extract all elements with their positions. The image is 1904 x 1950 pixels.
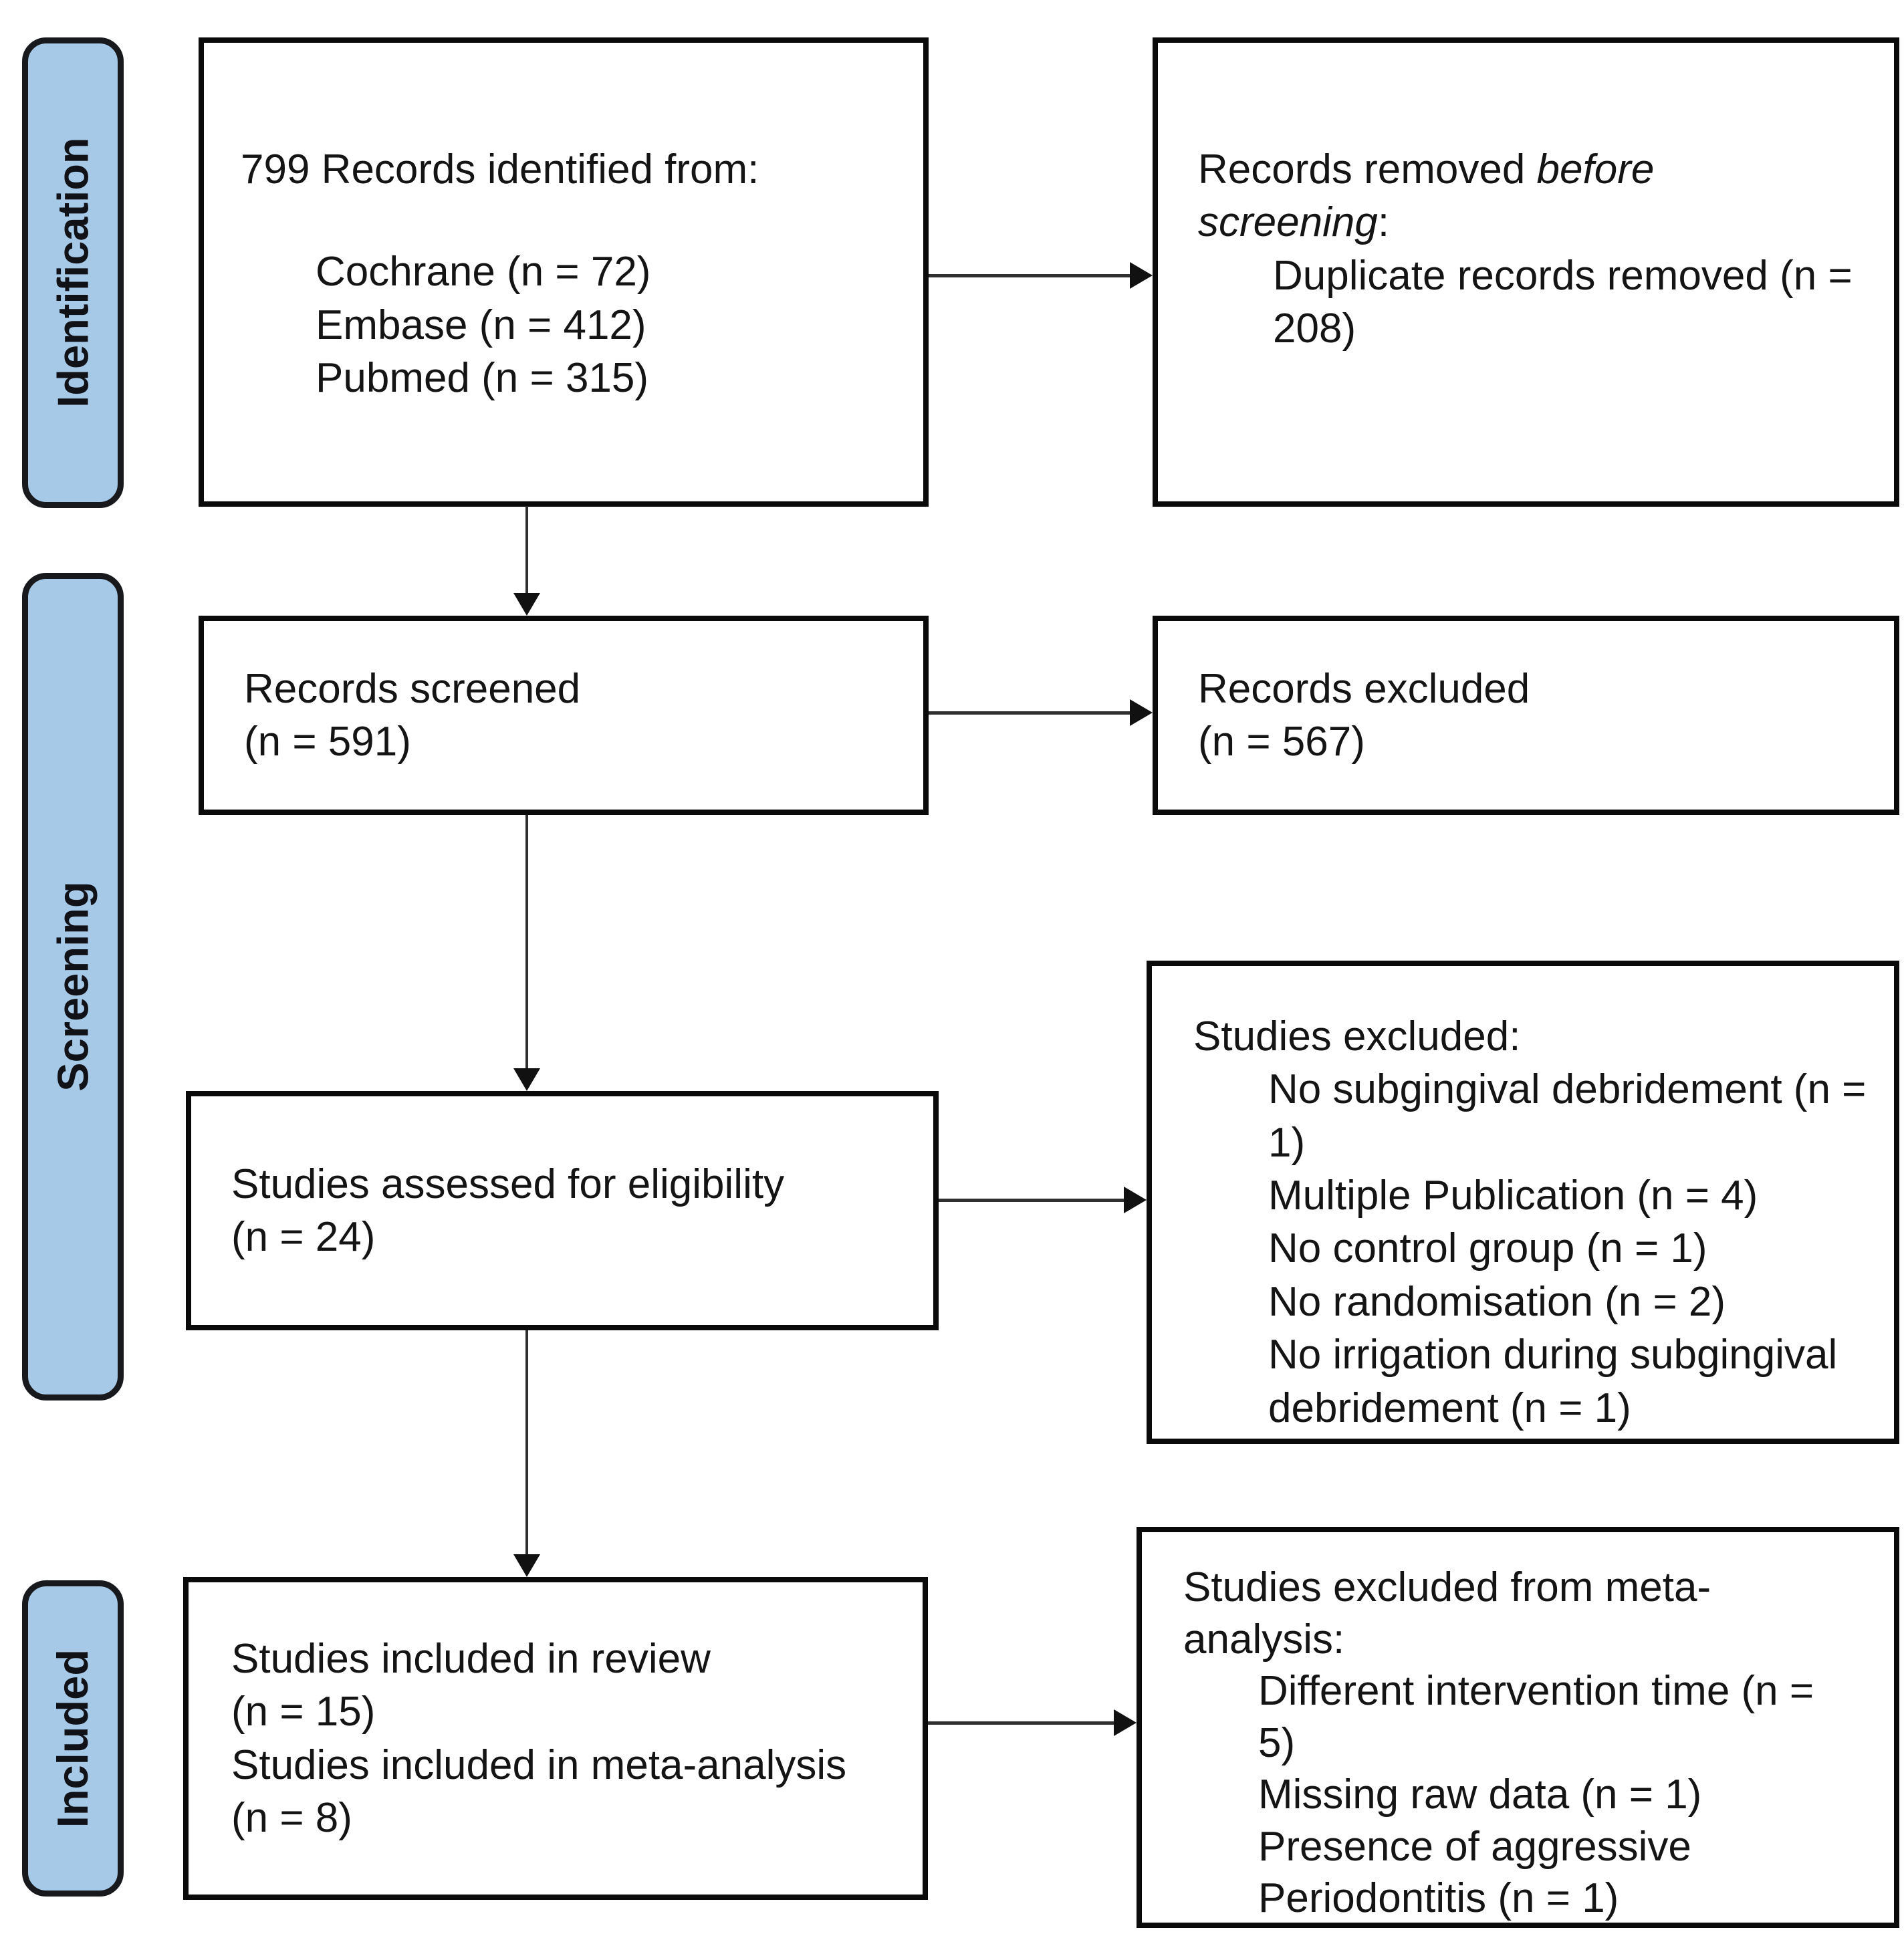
arrowhead-right-icon bbox=[1114, 1709, 1137, 1736]
flow-line bbox=[929, 274, 1131, 277]
arrowhead-down-icon bbox=[513, 1068, 540, 1091]
box-title: Records removed before screening: bbox=[1198, 143, 1800, 249]
box-line: (n = 15) bbox=[231, 1689, 376, 1735]
stage-included: Included bbox=[22, 1580, 124, 1897]
reason-list: Different intervention time (n = 5) Miss… bbox=[1183, 1665, 1854, 1925]
box-line: Studies assessed for eligibility bbox=[231, 1161, 785, 1207]
list-item: Different intervention time (n = 5) bbox=[1258, 1668, 1814, 1766]
list-item: Multiple Publication (n = 4) bbox=[1268, 1173, 1758, 1219]
reason-list: No subgingival debridement (n = 1) Multi… bbox=[1193, 1063, 1867, 1435]
box-title: Studies excluded from meta-analysis: bbox=[1183, 1564, 1711, 1663]
stage-label: Included bbox=[48, 1649, 98, 1828]
box-studies-assessed: Studies assessed for eligibility (n = 24… bbox=[186, 1091, 939, 1330]
list-item: Embase (n = 412) bbox=[316, 301, 646, 348]
flow-line bbox=[928, 1721, 1115, 1725]
box-line: Studies included in review bbox=[231, 1635, 711, 1682]
title-text: : bbox=[1377, 199, 1390, 246]
box-title: Studies excluded: bbox=[1193, 1013, 1521, 1060]
flow-line bbox=[525, 1330, 528, 1556]
arrowhead-right-icon bbox=[1130, 699, 1153, 726]
flow-line bbox=[939, 1199, 1125, 1202]
box-title: 799 Records identified from: bbox=[241, 146, 759, 193]
box-studies-included: Studies included in review (n = 15) Stud… bbox=[183, 1577, 928, 1900]
flow-line bbox=[929, 711, 1131, 715]
reason-list: Duplicate records removed (n = 208) bbox=[1198, 249, 1857, 356]
list-item: No irrigation during subgingival debride… bbox=[1268, 1332, 1838, 1431]
box-meta-analysis-excluded: Studies excluded from meta-analysis: Dif… bbox=[1137, 1527, 1899, 1928]
box-line: (n = 24) bbox=[231, 1214, 376, 1260]
stage-identification: Identification bbox=[22, 37, 124, 508]
list-item: No subgingival debridement (n = 1) bbox=[1268, 1066, 1867, 1166]
list-item: Pubmed (n = 315) bbox=[316, 355, 649, 402]
box-records-removed: Records removed before screening: Duplic… bbox=[1153, 37, 1899, 507]
flow-line bbox=[525, 815, 528, 1070]
list-item: Missing raw data (n = 1) bbox=[1258, 1772, 1702, 1818]
box-line: Records screened bbox=[244, 665, 581, 712]
arrowhead-right-icon bbox=[1124, 1187, 1147, 1213]
box-line: Records excluded bbox=[1198, 665, 1530, 712]
list-item: Duplicate records removed (n = 208) bbox=[1273, 252, 1853, 352]
box-line: Studies included in meta-analysis bbox=[231, 1741, 847, 1788]
stage-label: Screening bbox=[48, 881, 98, 1092]
arrowhead-down-icon bbox=[513, 1554, 540, 1577]
box-records-screened: Records screened (n = 591) bbox=[199, 616, 929, 815]
source-list: Cochrane (n = 72) Embase (n = 412) Pubme… bbox=[241, 245, 886, 404]
list-item: No randomisation (n = 2) bbox=[1268, 1278, 1726, 1325]
box-records-identified: 799 Records identified from: Cochrane (n… bbox=[199, 37, 929, 507]
list-item: Presence of aggressive Periodontitis (n … bbox=[1258, 1823, 1691, 1922]
box-records-excluded: Records excluded (n = 567) bbox=[1153, 616, 1899, 815]
list-item: Cochrane (n = 72) bbox=[316, 249, 651, 295]
box-line: (n = 8) bbox=[231, 1794, 352, 1841]
title-italic-text: before screening bbox=[1198, 146, 1655, 246]
box-studies-excluded: Studies excluded: No subgingival debride… bbox=[1147, 961, 1899, 1444]
title-text: Records removed bbox=[1198, 146, 1537, 193]
box-line: (n = 591) bbox=[244, 719, 411, 765]
box-line: (n = 567) bbox=[1198, 719, 1365, 765]
arrowhead-down-icon bbox=[513, 593, 540, 616]
arrowhead-right-icon bbox=[1130, 262, 1153, 289]
stage-screening: Screening bbox=[22, 573, 124, 1400]
flow-line bbox=[525, 506, 528, 594]
stage-label: Identification bbox=[48, 137, 98, 408]
list-item: No control group (n = 1) bbox=[1268, 1225, 1707, 1272]
